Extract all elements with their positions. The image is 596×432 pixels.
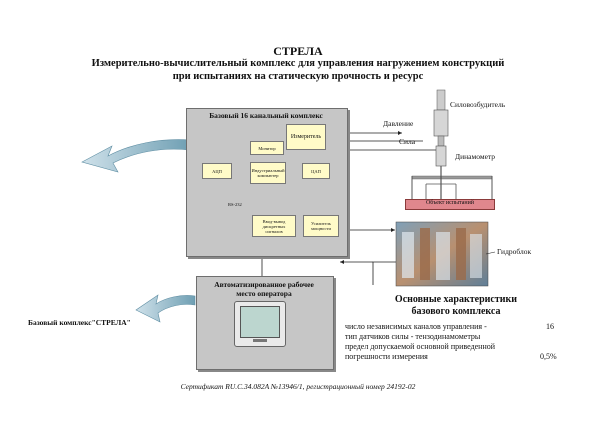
base-complex-title: Базовый 16 канальный комплекс xyxy=(209,111,323,120)
spec-row1-value: 16 xyxy=(546,322,554,331)
workstation-title-line2: место оператора xyxy=(236,289,292,298)
hydroblock-label: Гидроблок xyxy=(497,247,532,256)
spec-row4-label: погрешности измерения xyxy=(345,352,428,361)
pressure-label: Давление xyxy=(383,119,414,128)
dynamometer-label: Динамометр xyxy=(455,152,496,161)
force-label: Сила xyxy=(399,137,416,146)
big-arrow-upper xyxy=(81,139,191,173)
spec-row1-label: число независимых каналов управления - xyxy=(345,322,487,331)
diagram-subtitle-line2: при испытаниях на статическую прочность … xyxy=(172,71,424,82)
spec-row3-label: предел допускаемой основной приведенной xyxy=(345,342,496,351)
test-object-label: Объект испытаний xyxy=(425,200,475,206)
dac-block: ЦАП xyxy=(302,163,330,179)
monitor-block: Монитор xyxy=(250,141,284,155)
rs232-label: RS-232 xyxy=(228,202,242,207)
meter-block: Измеритель xyxy=(286,124,326,150)
spec-row2-label: тип датчиков силы - тензодинамометры xyxy=(345,332,481,341)
actuator-label: Силовозбудитель xyxy=(450,100,506,109)
specs-heading-line1: Основные характеристики xyxy=(394,294,518,305)
computer-block: Индустриальный компьютер xyxy=(250,162,286,184)
amplifier-block: Усилитель мощности xyxy=(303,215,339,237)
certificate-text: Сертификат RU.C.34.082A №13946/1, регист… xyxy=(180,382,416,391)
diagram-title: СТРЕЛА xyxy=(273,44,323,58)
io-block: Ввод-вывод дискретных сигналов xyxy=(252,215,296,237)
diagram-subtitle-line1: Измерительно-вычислительный комплекс для… xyxy=(91,58,505,69)
adc-block: АЦП xyxy=(202,163,232,179)
computer-monitor-icon xyxy=(234,301,286,347)
spec-row4-value: 0,5% xyxy=(540,352,557,361)
workstation-title-line1: Автоматизированное рабочее xyxy=(214,280,314,289)
specs-heading-line2: базового комплекса xyxy=(411,306,501,317)
test-object-bar xyxy=(405,199,495,210)
big-arrow-lower xyxy=(135,294,196,323)
base-complex-label: Базовый комплекс"СТРЕЛА" xyxy=(28,318,131,327)
